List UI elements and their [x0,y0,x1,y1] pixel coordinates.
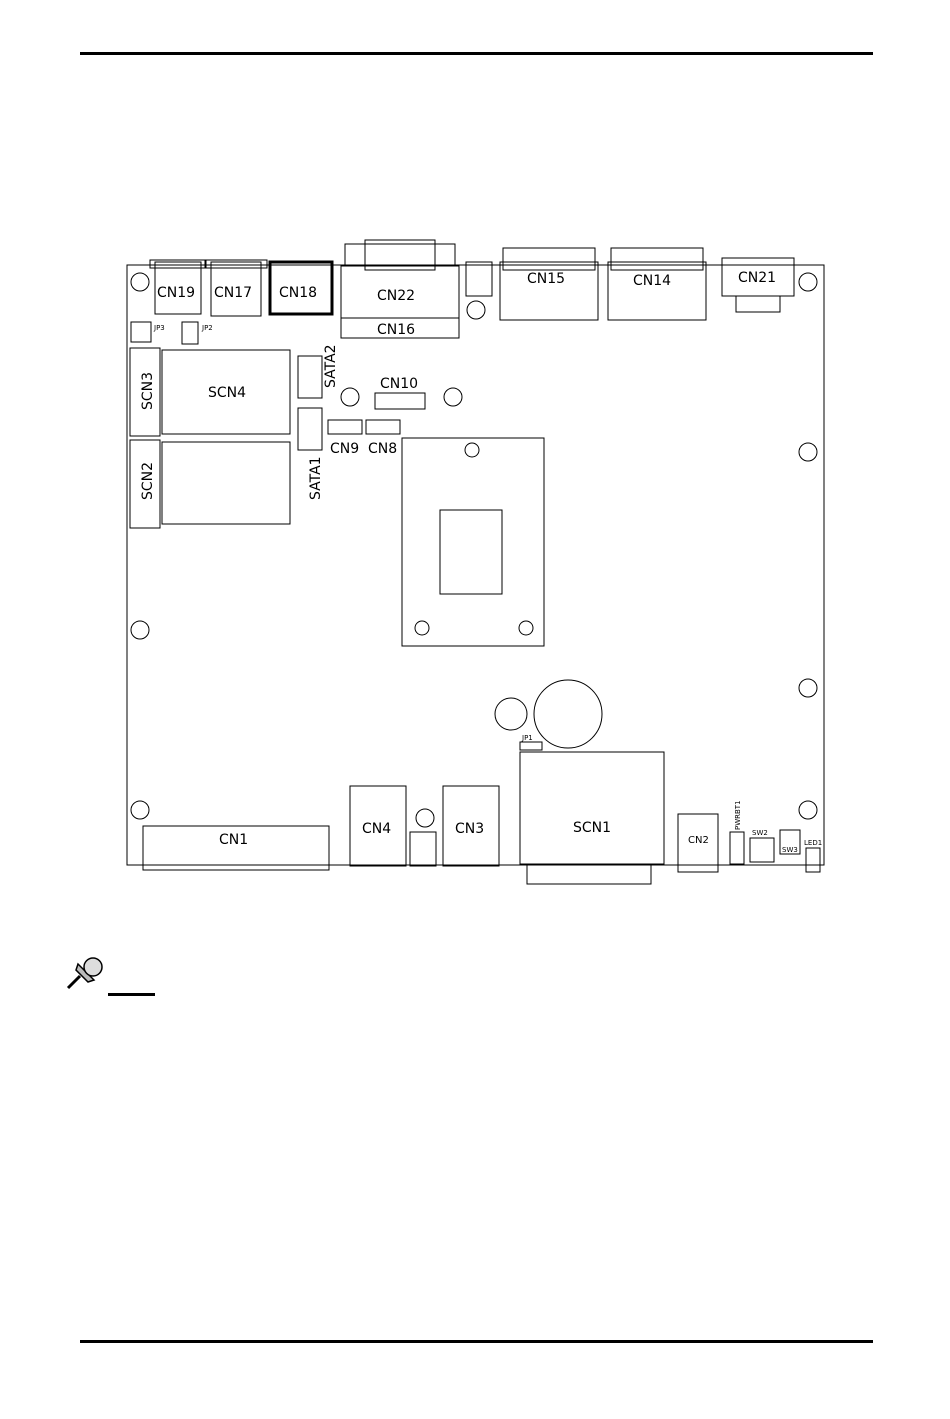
scn4-label: SCN4 [208,385,246,401]
cn9-header [328,420,362,434]
pushpin-note-icon [60,952,108,996]
cn18-label: CN18 [279,285,317,301]
scn2-label: SCN2 [140,462,156,500]
buzzer [495,698,527,730]
jp3-jumper [131,322,151,342]
jp2-label: JP2 [201,324,213,332]
scn2-card [162,442,290,524]
cn15-label: CN15 [527,271,565,287]
sata1-connector [298,408,322,450]
jp2-jumper [182,322,198,344]
socket-screw [415,621,429,635]
cn4-label: CN4 [362,821,391,837]
sw2-switch [750,838,774,862]
socket-screw [465,443,479,457]
small-jack [466,262,492,296]
cn16-label: CN16 [377,322,415,338]
cn9-label: CN9 [330,441,359,457]
mounting-holes [131,273,817,827]
scn1-card-edge [527,864,651,884]
jp1-jumper [520,742,542,750]
cn8-label: CN8 [368,441,397,457]
cn21-label: CN21 [738,270,776,286]
jp1-label: JP1 [521,734,533,742]
note-underline [108,993,155,996]
sw3-label: SW3 [782,846,798,854]
scn3-label: SCN3 [140,372,156,410]
sata2-label: SATA2 [323,344,339,388]
pwrbt1-label: PWRBT1 [734,800,742,830]
footer-rule [80,1340,873,1343]
cn22-connector [341,240,459,318]
led1 [806,848,820,872]
cn8-header [366,420,400,434]
led1-label: LED1 [804,839,822,847]
jp3-label: JP3 [153,324,165,332]
cn10-label: CN10 [380,376,418,392]
cpu-socket-core [440,510,502,594]
cn10-header [375,393,425,409]
cn14-label: CN14 [633,273,671,289]
cn3-label: CN3 [455,821,484,837]
pwrbt1-button [730,832,744,864]
sata1-label: SATA1 [308,456,324,500]
sw2-label: SW2 [752,829,768,837]
scn1-slot [520,752,664,864]
sata2-connector [298,356,322,398]
cpu-socket [402,438,544,646]
cn1-label: CN1 [219,832,248,848]
cn17-label: CN17 [214,285,252,301]
socket-screw [519,621,533,635]
cn2-label: CN2 [688,835,709,846]
cn19-label: CN19 [157,285,195,301]
usb-jack [410,832,436,866]
scn1-label: SCN1 [573,820,611,836]
battery [534,680,602,748]
cn22-label: CN22 [377,288,415,304]
board-outline [127,265,824,865]
